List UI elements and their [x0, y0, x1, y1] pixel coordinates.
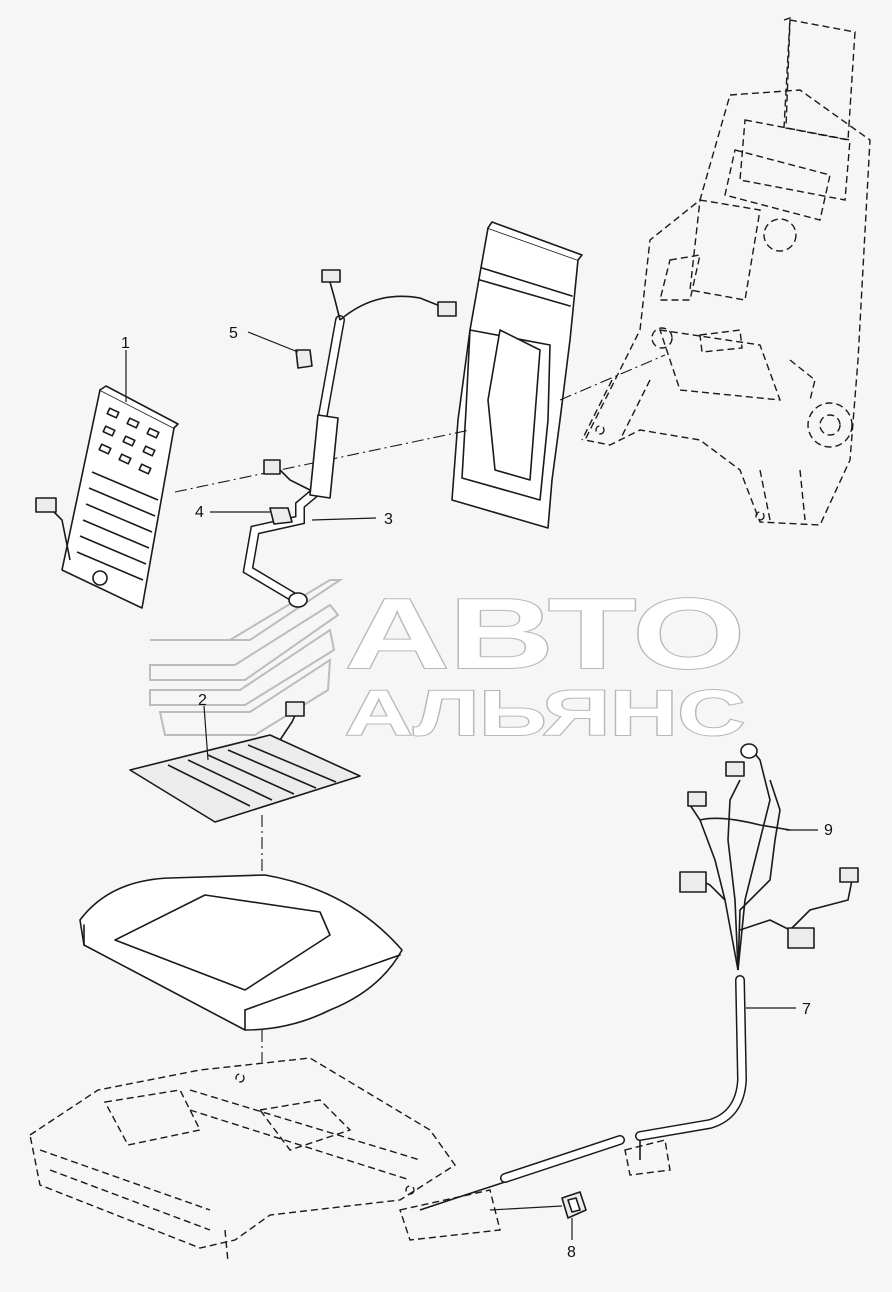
watermark-line1: АВТО [345, 578, 745, 690]
alignment-lines [174, 354, 666, 1062]
callout-1: 1 [121, 335, 130, 402]
harness-connector-icon [437, 301, 457, 317]
seat-pad-connector-icon [285, 701, 305, 717]
harness-plug-d-icon [787, 927, 815, 949]
callout-5: 5 [229, 325, 299, 353]
cushion-harness [679, 743, 859, 971]
harness-plug-c-icon [679, 871, 707, 893]
callout-2: 2 [198, 692, 209, 761]
callout-9: 9 [786, 822, 833, 839]
callout-7: 7 [746, 1001, 811, 1018]
watermark-line2: АЛЬЯНС [345, 677, 745, 749]
watermark-logo: АВТО АЛЬЯНС [149, 577, 746, 750]
callout-label-4: 4 [195, 504, 204, 521]
callouts: 1 2 3 4 5 7 8 9 [121, 325, 833, 1261]
seat-back-cushion [451, 221, 583, 529]
clip-part-5 [295, 349, 313, 369]
harness-plug-b-icon [687, 791, 707, 807]
harness-plug-e-icon [839, 867, 859, 883]
harness-side-connector-icon [263, 459, 281, 475]
callout-8: 8 [489, 1205, 576, 1261]
pad-connector-icon [35, 497, 57, 513]
watermark-emblem [149, 579, 344, 736]
pad-heating-lines [76, 471, 159, 581]
callout-4: 4 [195, 504, 270, 521]
backrest-heating-pad [35, 385, 179, 609]
seat-back-frame [581, 17, 871, 526]
callout-label-8: 8 [567, 1244, 576, 1261]
harness-top-connector-icon [321, 269, 341, 283]
switch-part-8 [561, 1191, 587, 1219]
backrest-harness [242, 269, 457, 608]
callout-label-3: 3 [384, 511, 393, 528]
pad-lead-wire [51, 509, 71, 561]
harness-plug-a-icon [725, 761, 745, 777]
seat-heating-pad [129, 701, 361, 823]
callout-3: 3 [311, 511, 393, 528]
callout-label-9: 9 [824, 822, 833, 839]
callout-label-2: 2 [198, 692, 207, 709]
callout-label-7: 7 [802, 1001, 811, 1018]
seat-pad-lines [167, 744, 337, 807]
seat-base-frame [29, 1057, 456, 1263]
seat-cushion [79, 874, 403, 1031]
pad-perforations [98, 407, 160, 475]
pad-thermostat-icon [92, 570, 108, 586]
callout-label-5: 5 [229, 325, 238, 342]
callout-label-1: 1 [121, 335, 130, 352]
main-cable-harness [399, 975, 748, 1241]
harness-end-plug-icon [288, 592, 308, 608]
harness-plug-round-icon [740, 743, 758, 759]
clip-part-4 [269, 507, 293, 525]
